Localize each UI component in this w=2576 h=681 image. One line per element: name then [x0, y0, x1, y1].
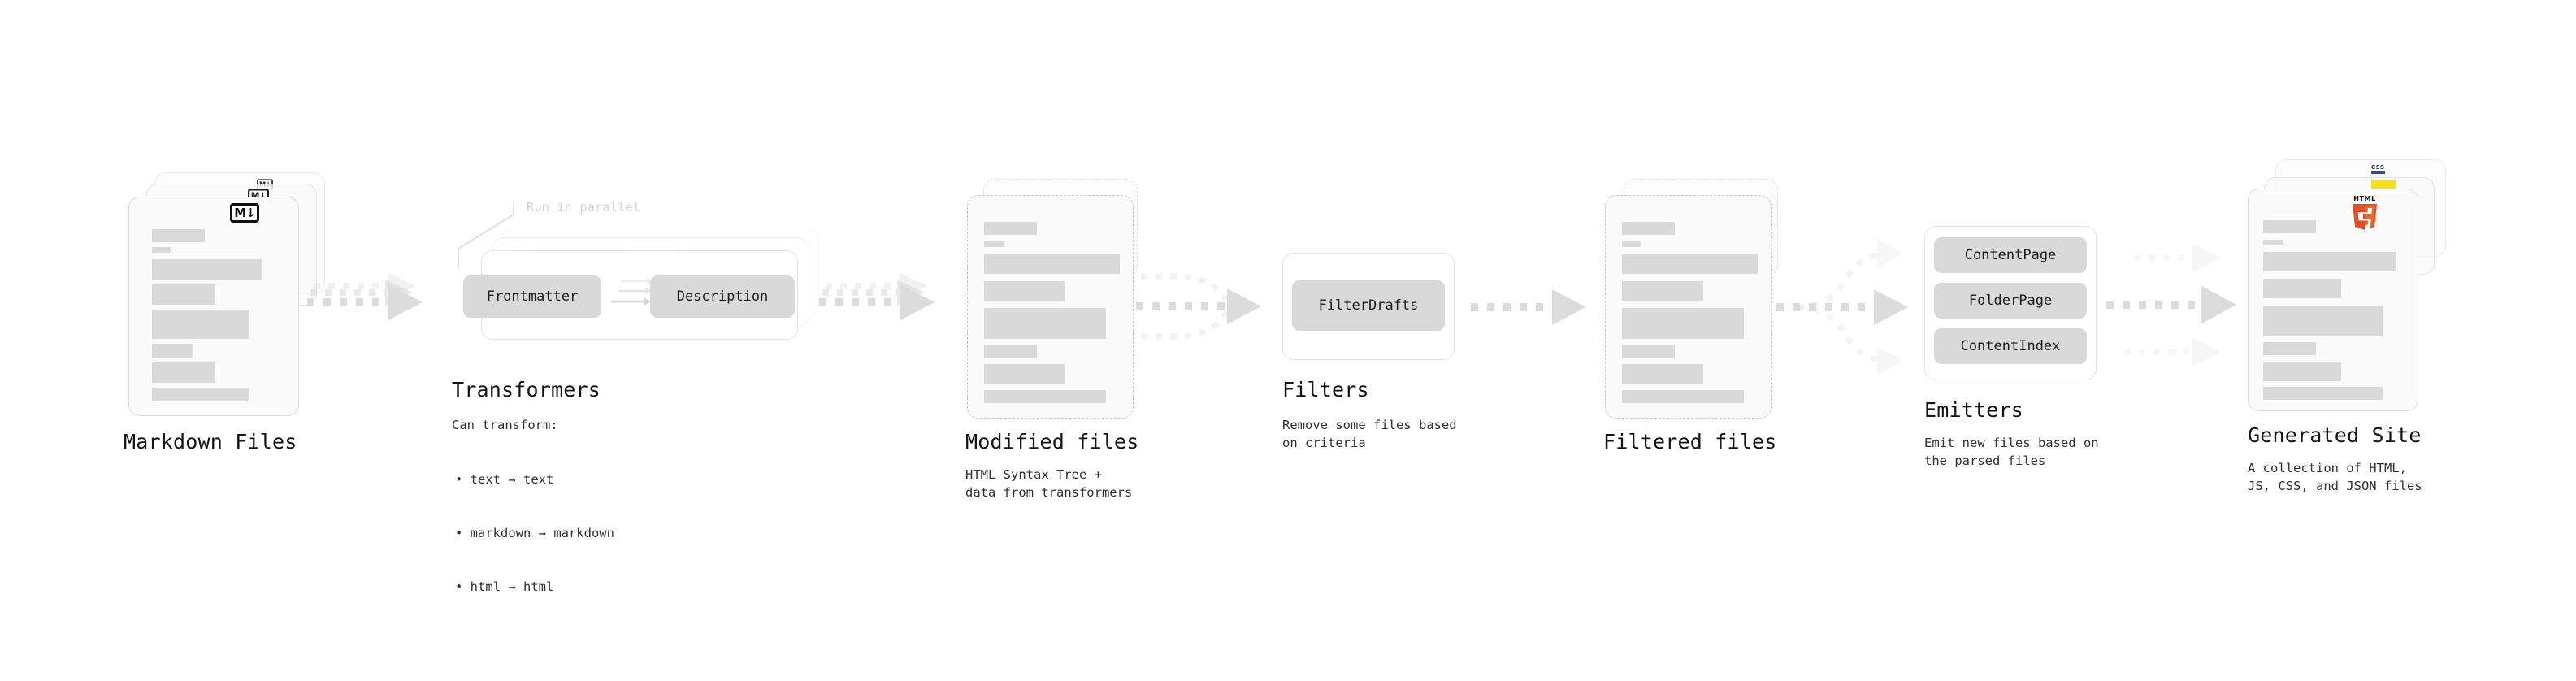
- connector-modified-to-filters: [1136, 273, 1261, 340]
- doc-line: [152, 284, 215, 305]
- svg-text:HTML: HTML: [2353, 195, 2376, 202]
- html5-badge: HTML: [2353, 195, 2377, 231]
- doc-line: [984, 281, 1065, 301]
- filter-chip-filterdrafts[interactable]: FilterDrafts: [1292, 280, 1445, 331]
- run-in-parallel-bracket: [458, 204, 514, 269]
- doc-line: [984, 345, 1037, 358]
- transformer-chip-frontmatter-label: Frontmatter: [486, 288, 579, 305]
- doc-line: [1622, 364, 1703, 384]
- stage-title-markdown-files: Markdown Files: [124, 430, 297, 453]
- emitter-chip-contentpage[interactable]: ContentPage: [1934, 237, 2087, 273]
- filters-subtitle: Remove some files based on criteria: [1282, 418, 1457, 450]
- doc-line: [984, 308, 1106, 339]
- modified-doc-front: [967, 195, 1134, 419]
- doc-line: [1622, 222, 1675, 235]
- stage-title-modified-files: Modified files: [965, 430, 1139, 453]
- transformers-bullet-0: • text → text: [455, 472, 554, 487]
- transformer-chip-description-label: Description: [676, 288, 769, 305]
- doc-line: [2263, 362, 2341, 381]
- emitter-chip-folderpage-label: FolderPage: [1968, 293, 2053, 309]
- doc-line: [984, 241, 1004, 247]
- doc-line: [1622, 345, 1675, 358]
- doc-line: [152, 247, 171, 253]
- doc-line: [2263, 306, 2383, 336]
- doc-line: [2263, 279, 2341, 298]
- emitter-chip-folderpage[interactable]: FolderPage: [1934, 283, 2087, 319]
- connector-filters-to-filtered: [1471, 289, 1586, 325]
- connector-transformers-to-modified: [819, 273, 935, 320]
- modified-files-subtitle: HTML Syntax Tree + data from transformer…: [965, 467, 1133, 500]
- markdown-badge-letter: M: [234, 205, 246, 220]
- stage-title-generated-site: Generated Site: [2248, 423, 2422, 447]
- doc-line: [984, 364, 1065, 384]
- markdown-badge: M↓: [230, 203, 259, 223]
- doc-line: [152, 229, 205, 242]
- run-in-parallel-label: Run in parallel: [527, 200, 640, 215]
- doc-line: [1622, 308, 1744, 339]
- doc-line: [1622, 390, 1744, 403]
- doc-line: [152, 344, 193, 358]
- markdown-badge-letter-ghost-mid: M: [250, 190, 260, 202]
- doc-line: [1622, 254, 1758, 274]
- doc-line: [984, 222, 1037, 235]
- stage-title-transformers: Transformers: [452, 378, 601, 401]
- emitter-chip-contentindex-label: ContentIndex: [1960, 338, 2061, 354]
- transformers-subtitle: Can transform:: [452, 418, 558, 432]
- transformer-chip-description[interactable]: Description: [650, 275, 795, 318]
- doc-line: [2263, 240, 2283, 245]
- doc-line: [1622, 281, 1703, 301]
- filter-chip-filterdrafts-label: FilterDrafts: [1318, 297, 1419, 314]
- connector-filtered-to-emitters: [1776, 239, 1908, 375]
- transformer-chip-frontmatter[interactable]: Frontmatter: [463, 275, 601, 318]
- doc-line: [984, 390, 1106, 403]
- markdown-doc-front: [128, 197, 299, 416]
- doc-line: [152, 259, 262, 280]
- markdown-badge-arrow-ghost-mid: ↓: [258, 190, 267, 202]
- css-badge: CSS: [2371, 165, 2385, 174]
- stage-title-emitters: Emitters: [1924, 398, 2024, 422]
- doc-line: [2263, 387, 2383, 400]
- stage-title-filters: Filters: [1282, 378, 1369, 401]
- emitter-chip-contentindex[interactable]: ContentIndex: [1934, 328, 2087, 364]
- transformers-bullets: • text → text • markdown → markdown • ht…: [455, 435, 614, 631]
- doc-line: [1622, 241, 1641, 247]
- filtered-doc-front: [1605, 195, 1772, 419]
- markdown-badge-arrow: ↓: [245, 205, 256, 220]
- css-badge-label: CSS: [2371, 164, 2385, 171]
- connector-emitters-to-site: [2106, 243, 2236, 367]
- doc-line: [152, 310, 249, 339]
- transformers-bullet-1: • markdown → markdown: [455, 526, 614, 540]
- doc-line: [152, 388, 249, 401]
- emitter-chip-contentpage-label: ContentPage: [1964, 247, 2057, 263]
- doc-line: [2263, 220, 2316, 233]
- transformers-bullet-2: • html → html: [455, 579, 554, 594]
- site-doc-front: [2248, 189, 2418, 411]
- emitters-subtitle: Emit new files based on the parsed files: [1924, 436, 2099, 468]
- doc-line: [152, 362, 215, 383]
- connector-markdown-to-transformers: [307, 273, 423, 320]
- doc-line: [984, 254, 1120, 274]
- doc-line: [2263, 252, 2396, 271]
- doc-line: [2263, 342, 2316, 355]
- stage-title-filtered-files: Filtered files: [1603, 430, 1777, 453]
- generated-site-subtitle: A collection of HTML, JS, CSS, and JSON …: [2248, 461, 2422, 493]
